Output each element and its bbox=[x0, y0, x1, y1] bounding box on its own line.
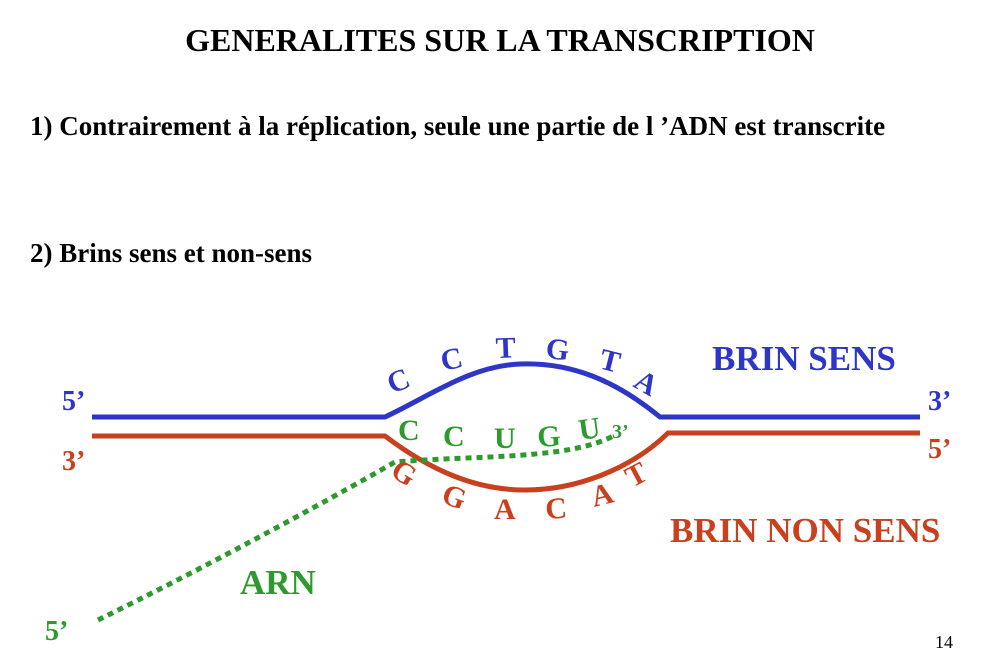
antisense-base: A bbox=[588, 476, 617, 513]
antisense-strand-line bbox=[92, 430, 920, 493]
rna-label: ARN bbox=[240, 563, 316, 602]
point-2: 2) Brins sens et non-sens bbox=[30, 238, 313, 268]
page-title: GENERALITES SUR LA TRANSCRIPTION bbox=[185, 22, 815, 58]
antisense-base: A bbox=[494, 493, 516, 526]
sense-strand-label: BRIN SENS bbox=[712, 339, 896, 378]
rna-base: U bbox=[576, 411, 602, 447]
rna-end-start: 5’ bbox=[45, 616, 68, 647]
sense-base: T bbox=[495, 331, 516, 365]
antisense-base: G bbox=[438, 478, 471, 517]
rna-base: C bbox=[443, 420, 465, 453]
sense-end-right: 3’ bbox=[928, 386, 951, 417]
sense-base: C bbox=[382, 362, 414, 401]
rna-base: U bbox=[494, 422, 516, 455]
antisense-end-right: 5’ bbox=[928, 434, 951, 465]
antisense-end-left: 3’ bbox=[62, 446, 85, 477]
sense-base: T bbox=[596, 343, 623, 380]
rna-end-tip: 3’ bbox=[612, 421, 629, 443]
sense-base: G bbox=[544, 332, 571, 367]
rna-base: G bbox=[536, 419, 562, 454]
antisense-base: T bbox=[620, 456, 653, 495]
rna-strand-line bbox=[96, 432, 617, 623]
antisense-strand-label: BRIN NON SENS bbox=[670, 511, 940, 550]
sense-strand-line bbox=[92, 361, 920, 420]
sense-end-left: 5’ bbox=[62, 386, 85, 417]
antisense-base: C bbox=[544, 492, 568, 526]
point-1: 1) Contrairement à la réplication, seule… bbox=[30, 111, 886, 141]
rna-bases: C C U G U bbox=[398, 411, 602, 455]
rna-base: C bbox=[398, 414, 420, 447]
page-number: 14 bbox=[935, 632, 953, 652]
sense-base: C bbox=[438, 341, 466, 378]
